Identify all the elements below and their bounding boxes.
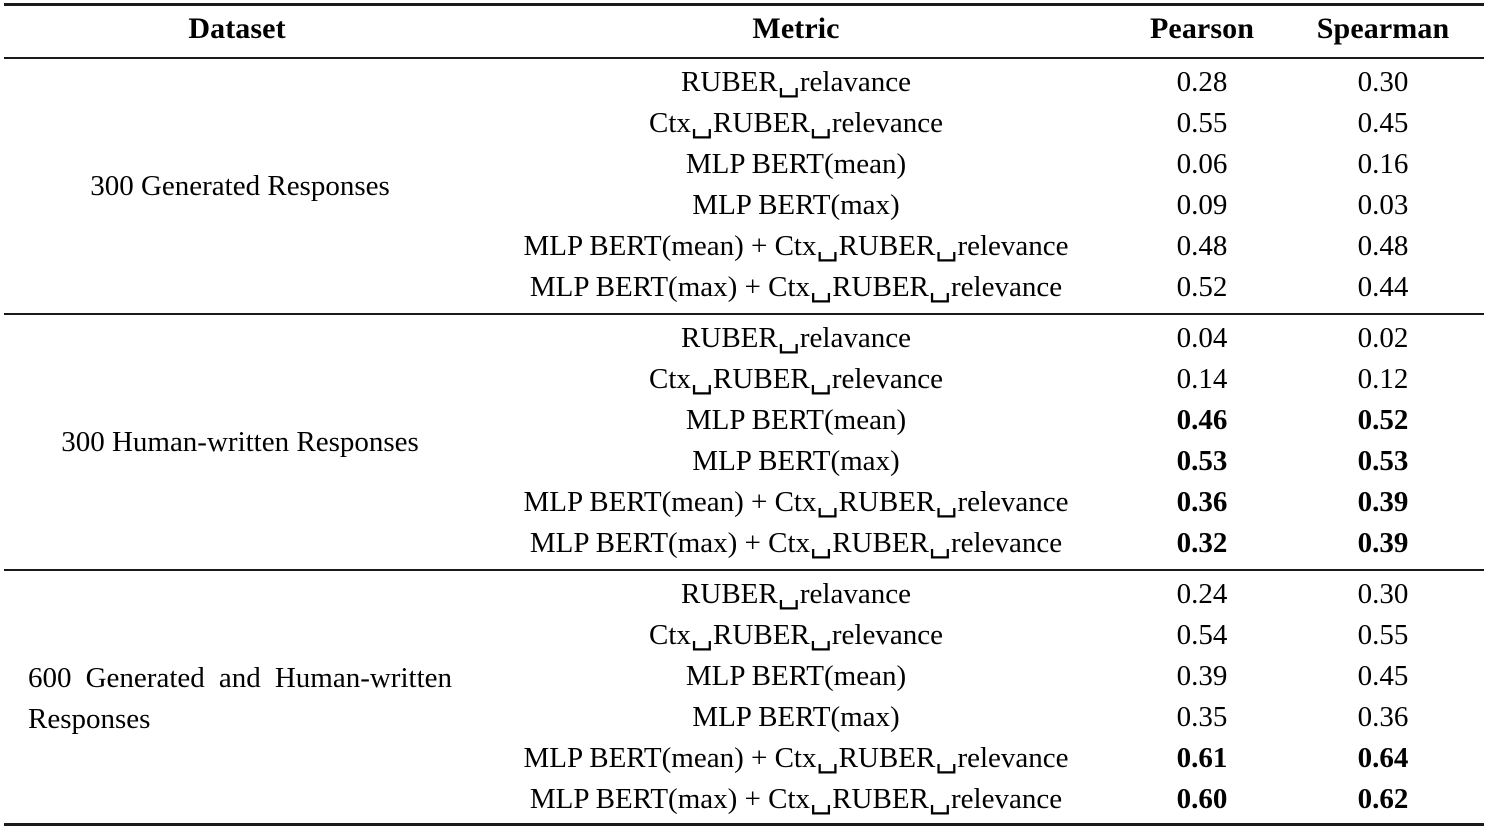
metric-name-cell: Ctx␣RUBER␣relevance — [470, 615, 1122, 656]
metric-name-cell: MLP BERT(mean) + Ctx␣RUBER␣relevance — [470, 226, 1122, 267]
metric-name-cell: MLP BERT(max) + Ctx␣RUBER␣relevance — [470, 267, 1122, 311]
metric-name-cell: MLP BERT(max) + Ctx␣RUBER␣relevance — [470, 779, 1122, 825]
spearman-value-cell: 0.45 — [1282, 103, 1484, 144]
pearson-value-cell: 0.48 — [1122, 226, 1282, 267]
pearson-value-cell: 0.09 — [1122, 185, 1282, 226]
spearman-value-cell: 0.36 — [1282, 697, 1484, 738]
spearman-value-cell: 0.39 — [1282, 523, 1484, 567]
metric-name-cell: MLP BERT(mean) — [470, 656, 1122, 697]
column-header-spearman: Spearman — [1282, 5, 1484, 56]
column-header-pearson: Pearson — [1122, 5, 1282, 56]
spearman-value-cell: 0.16 — [1282, 144, 1484, 185]
pearson-value-cell: 0.32 — [1122, 523, 1282, 567]
results-table-container: Dataset Metric Pearson Spearman 300 Gene… — [0, 0, 1488, 797]
metric-name-cell: MLP BERT(max) — [470, 441, 1122, 482]
table-header: Dataset Metric Pearson Spearman — [4, 0, 1484, 58]
column-header-dataset: Dataset — [4, 5, 470, 56]
metric-name-cell: MLP BERT(mean) + Ctx␣RUBER␣relevance — [470, 482, 1122, 523]
metric-name-cell: MLP BERT(max) + Ctx␣RUBER␣relevance — [470, 523, 1122, 567]
metric-name-cell: MLP BERT(max) — [470, 185, 1122, 226]
spearman-value-cell: 0.55 — [1282, 615, 1484, 656]
spearman-value-cell: 0.62 — [1282, 779, 1484, 825]
metric-name-cell: RUBER␣relavance — [470, 314, 1122, 359]
pearson-value-cell: 0.39 — [1122, 656, 1282, 697]
spearman-value-cell: 0.64 — [1282, 738, 1484, 779]
dataset-name-cell: 300 Generated Responses — [4, 58, 470, 311]
spearman-value-cell: 0.12 — [1282, 359, 1484, 400]
metric-name-cell: RUBER␣relavance — [470, 570, 1122, 615]
metric-name-cell: MLP BERT(mean) + Ctx␣RUBER␣relevance — [470, 738, 1122, 779]
pearson-value-cell: 0.28 — [1122, 58, 1282, 103]
pearson-value-cell: 0.61 — [1122, 738, 1282, 779]
pearson-value-cell: 0.53 — [1122, 441, 1282, 482]
results-table: Dataset Metric Pearson Spearman 300 Gene… — [4, 0, 1484, 829]
pearson-value-cell: 0.55 — [1122, 103, 1282, 144]
dataset-label: 300 Generated Responses — [28, 166, 452, 207]
pearson-value-cell: 0.36 — [1122, 482, 1282, 523]
table-row: 600 Generated and Human-written Response… — [4, 570, 1484, 615]
pearson-value-cell: 0.46 — [1122, 400, 1282, 441]
dataset-name-cell: 600 Generated and Human-written Response… — [4, 570, 470, 825]
spearman-value-cell: 0.52 — [1282, 400, 1484, 441]
spearman-value-cell: 0.53 — [1282, 441, 1484, 482]
table-footer — [4, 825, 1484, 829]
dataset-label: 300 Human-written Responses — [28, 422, 452, 463]
pearson-value-cell: 0.35 — [1122, 697, 1282, 738]
metric-name-cell: RUBER␣relavance — [470, 58, 1122, 103]
spearman-value-cell: 0.03 — [1282, 185, 1484, 226]
pearson-value-cell: 0.14 — [1122, 359, 1282, 400]
header-row: Dataset Metric Pearson Spearman — [4, 5, 1484, 56]
metric-name-cell: MLP BERT(mean) — [470, 400, 1122, 441]
pearson-value-cell: 0.60 — [1122, 779, 1282, 825]
pearson-value-cell: 0.52 — [1122, 267, 1282, 311]
bottom-rule — [4, 825, 1484, 829]
dataset-label: 600 Generated and Human-written Response… — [28, 658, 452, 740]
spearman-value-cell: 0.30 — [1282, 58, 1484, 103]
metric-name-cell: MLP BERT(mean) — [470, 144, 1122, 185]
spearman-value-cell: 0.44 — [1282, 267, 1484, 311]
pearson-value-cell: 0.04 — [1122, 314, 1282, 359]
metric-name-cell: Ctx␣RUBER␣relevance — [470, 359, 1122, 400]
spearman-value-cell: 0.30 — [1282, 570, 1484, 615]
spearman-value-cell: 0.39 — [1282, 482, 1484, 523]
pearson-value-cell: 0.06 — [1122, 144, 1282, 185]
spearman-value-cell: 0.02 — [1282, 314, 1484, 359]
metric-name-cell: Ctx␣RUBER␣relevance — [470, 103, 1122, 144]
metric-name-cell: MLP BERT(max) — [470, 697, 1122, 738]
dataset-name-cell: 300 Human-written Responses — [4, 314, 470, 567]
pearson-value-cell: 0.24 — [1122, 570, 1282, 615]
spearman-value-cell: 0.48 — [1282, 226, 1484, 267]
column-header-metric: Metric — [470, 5, 1122, 56]
pearson-value-cell: 0.54 — [1122, 615, 1282, 656]
spearman-value-cell: 0.45 — [1282, 656, 1484, 697]
